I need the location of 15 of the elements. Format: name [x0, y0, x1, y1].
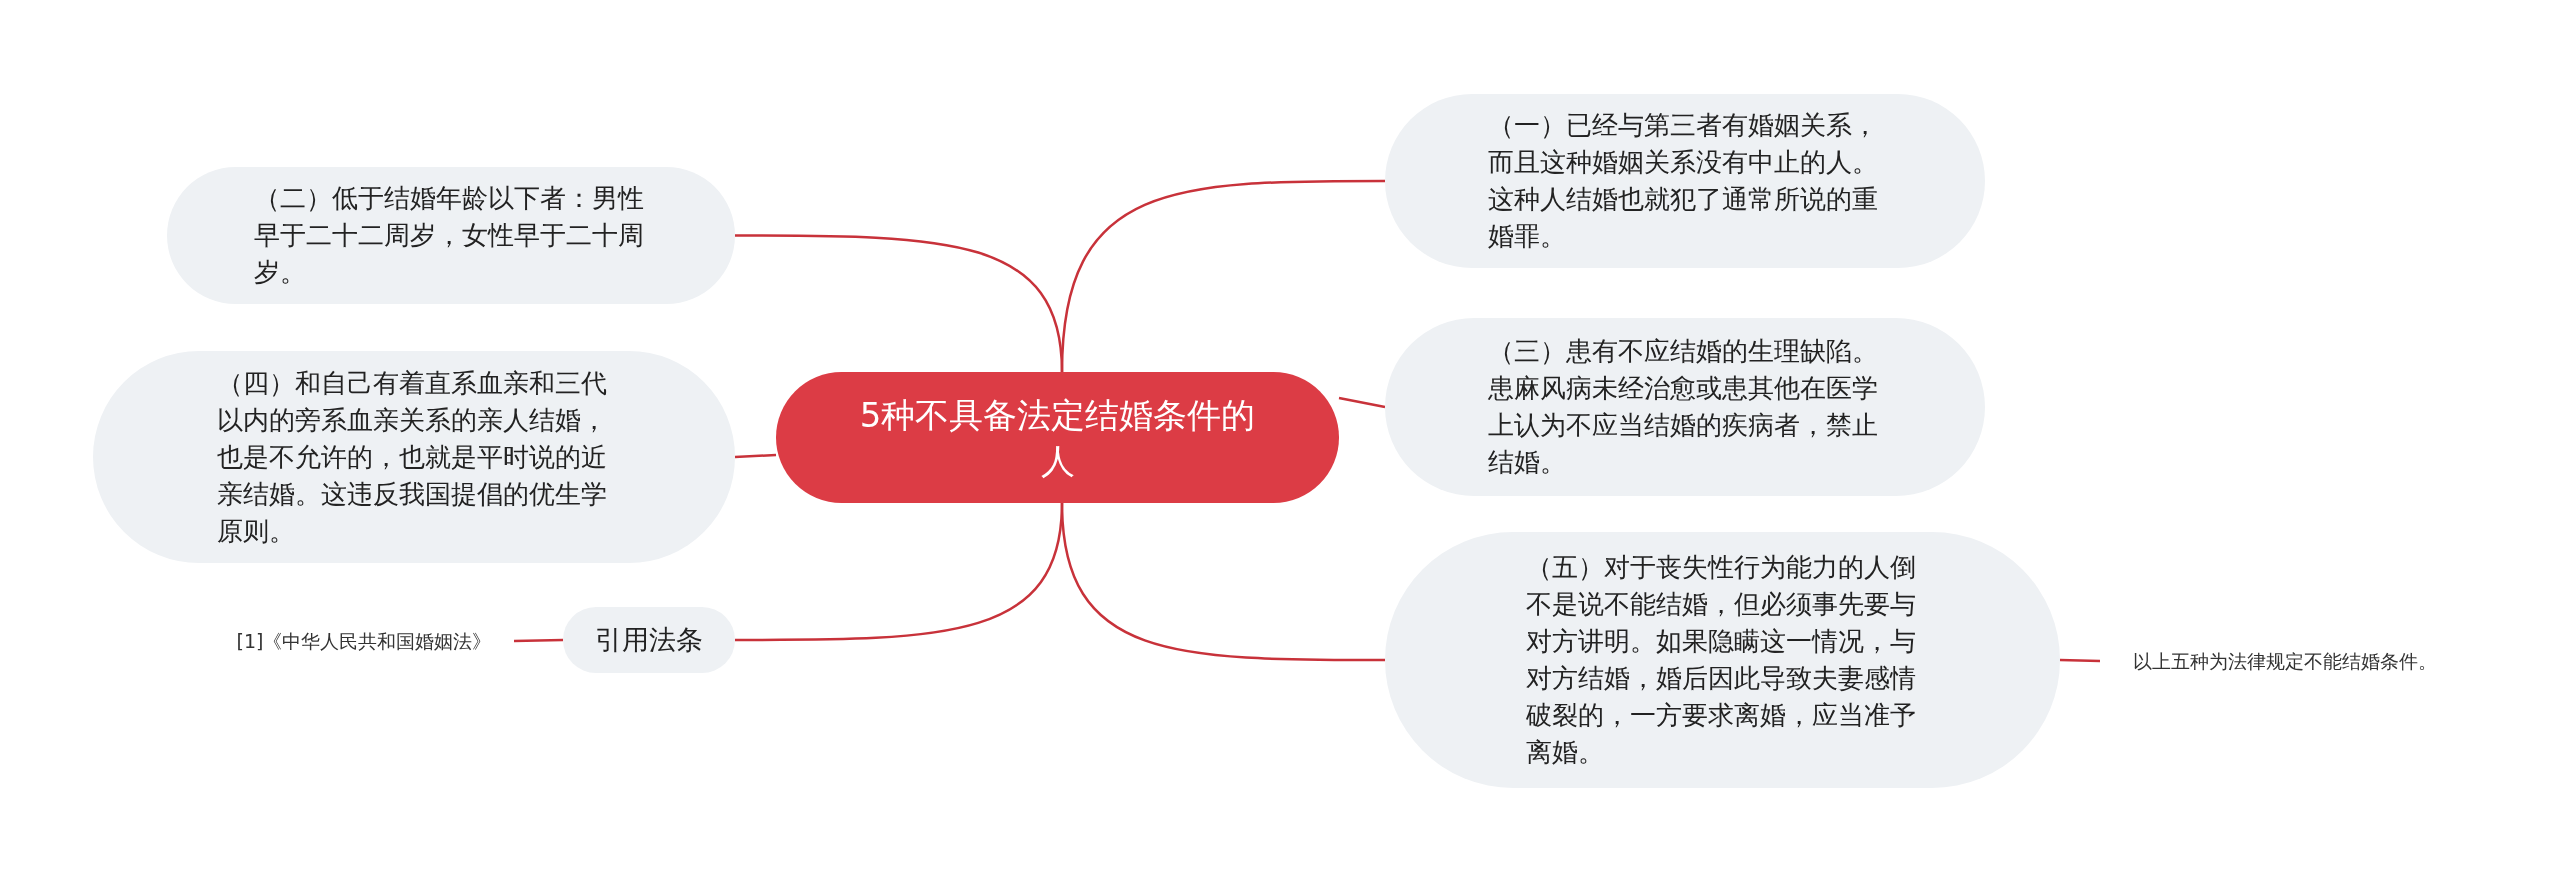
connector-line	[2059, 658, 2101, 663]
topic-bubble: （二）低于结婚年龄以下者：男性早于二十二周岁，女性早于二十周岁。	[167, 167, 735, 304]
topic-bubble: （四）和自己有着直系血亲和三代以内的旁系血亲关系的亲人结婚，也是不允许的，也就是平时说的近亲结婚。这违反我国提倡的优生学原则。	[93, 351, 735, 563]
topic-bubble: （三）患有不应结婚的生理缺陷。患麻风病未经治愈或患其他在医学上认为不应当结婚的疾病者，禁止结婚。	[1385, 318, 1985, 496]
central-topic: 5种不具备法定结婚条件的人	[776, 372, 1339, 503]
topic-bubble: （五）对于丧失性行为能力的人倒不是说不能结婚，但必须事先要与对方讲明。如果隐瞒这一情况，与对方结婚，婚后因此导致夫妻感情破裂的，一方要求离婚，应当准予离婚。	[1385, 532, 2060, 788]
topic-bubble: 引用法条	[563, 607, 735, 673]
topic-bubble: （一）已经与第三者有婚姻关系，而且这种婚姻关系没有中止的人。这种人结婚也就犯了通常所说的重婚罪。	[1385, 94, 1985, 268]
connector-line	[1338, 396, 1386, 409]
connector-line	[735, 234, 1064, 373]
connector-line	[734, 453, 777, 459]
connector-line	[513, 638, 564, 643]
note-text: [1]《中华人民共和国婚姻法》	[214, 627, 514, 655]
connector-line	[735, 502, 1064, 642]
note-text: 以上五种为法律规定不能结婚条件。	[2100, 647, 2470, 675]
